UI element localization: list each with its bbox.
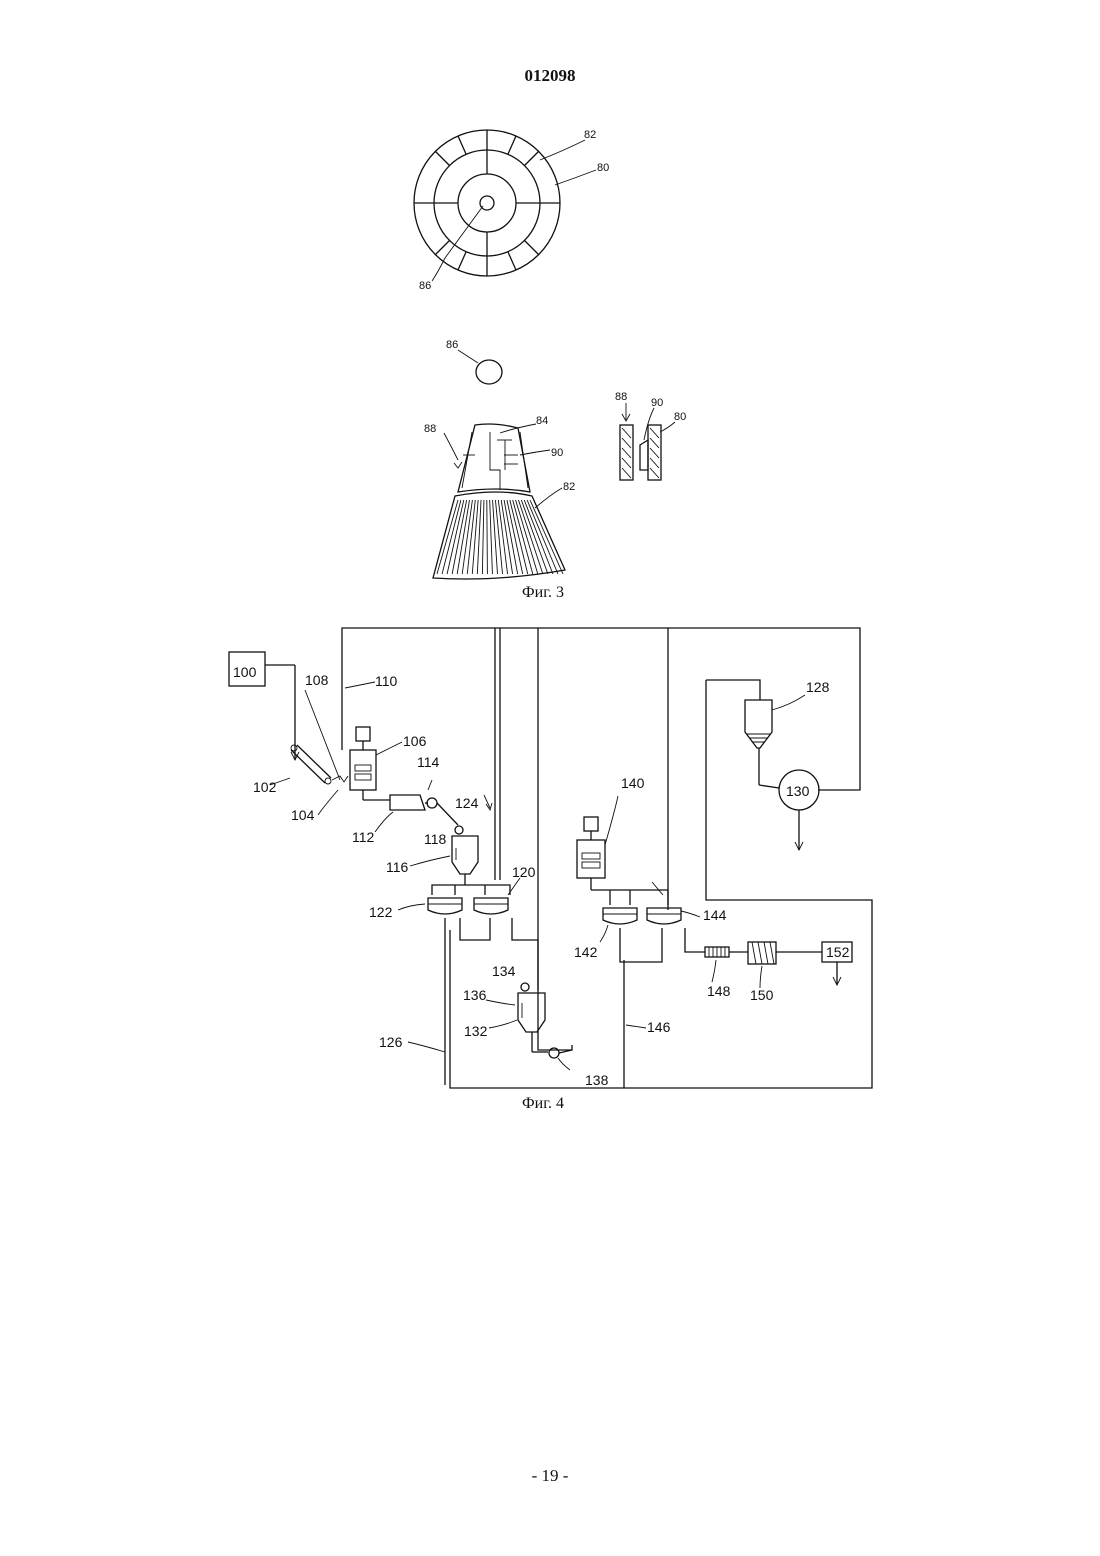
vessel-116: [410, 795, 492, 885]
label-146: 146: [647, 1019, 671, 1035]
figure-4: 100 102 104 108 110 106: [229, 628, 872, 1112]
label-138: 138: [585, 1072, 609, 1088]
label-110: 110: [375, 673, 398, 689]
label-84: 84: [536, 415, 548, 427]
label-90: 90: [551, 447, 563, 459]
tank-112: [375, 780, 458, 832]
label-90-section: 90: [651, 397, 663, 409]
label-88: 88: [424, 423, 436, 435]
reactor-140: [577, 796, 618, 890]
label-88-section: 88: [615, 391, 627, 403]
label-104: 104: [291, 807, 315, 823]
label-120: 120: [512, 864, 536, 880]
label-126: 126: [379, 1034, 403, 1050]
figure-3: 82 80 86 86 88 84 90: [414, 129, 686, 601]
filters-120-122: [398, 878, 538, 1085]
ball-86: [458, 350, 502, 384]
label-114: 114: [417, 754, 440, 770]
label-144: 144: [703, 907, 727, 923]
label-122: 122: [369, 904, 393, 920]
large-sector-82: [433, 488, 565, 579]
label-80-section: 80: [674, 411, 686, 423]
cyclone-128: [745, 695, 805, 785]
recycle-lines: [342, 628, 872, 1088]
label-102: 102: [253, 779, 277, 795]
label-108: 108: [305, 672, 329, 688]
label-134: 134: [492, 963, 516, 979]
label-152: 152: [826, 944, 850, 960]
label-86: 86: [419, 280, 431, 292]
reactor-106: [350, 727, 402, 800]
label-148: 148: [707, 983, 731, 999]
vessel-132: [486, 983, 572, 1070]
figure-3-caption: Фиг. 3: [522, 584, 564, 601]
label-150: 150: [750, 987, 774, 1003]
label-142: 142: [574, 944, 598, 960]
label-140: 140: [621, 775, 645, 791]
cross-section: [620, 403, 675, 480]
label-100: 100: [233, 664, 257, 680]
disc-top-view: [414, 130, 596, 281]
label-116: 116: [386, 859, 409, 875]
filters-142-144: [591, 882, 705, 962]
label-132: 132: [464, 1023, 488, 1039]
label-86-ball: 86: [446, 339, 458, 351]
label-112: 112: [352, 829, 375, 845]
label-82: 82: [584, 129, 596, 141]
unit-130: [759, 770, 819, 850]
label-124: 124: [455, 795, 479, 811]
label-136: 136: [463, 987, 487, 1003]
label-106: 106: [403, 733, 427, 749]
conveyor-102: [270, 690, 348, 815]
label-82-sector: 82: [563, 481, 575, 493]
sector-segment: [444, 424, 550, 492]
page-number: - 19 -: [0, 1466, 1100, 1486]
label-128: 128: [806, 679, 830, 695]
label-130: 130: [786, 783, 810, 799]
label-118: 118: [424, 831, 447, 847]
label-80: 80: [597, 162, 609, 174]
figure-4-caption: Фиг. 4: [522, 1095, 564, 1112]
